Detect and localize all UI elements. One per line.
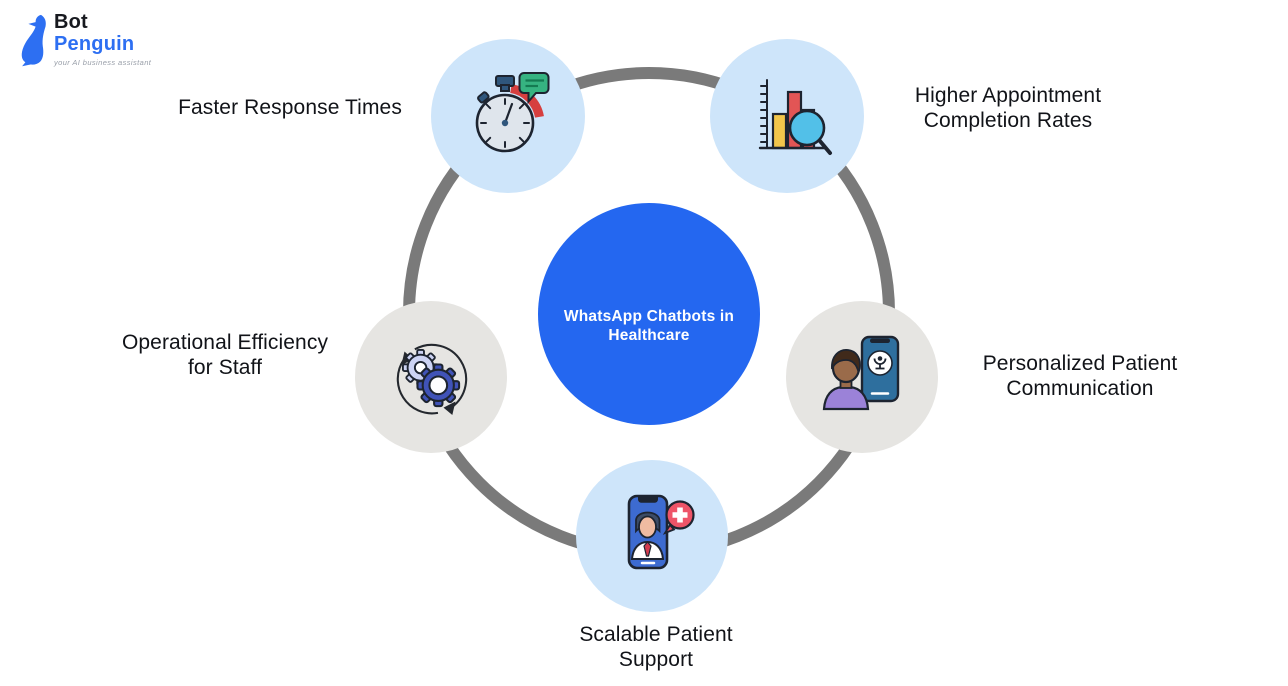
logo-brand-bottom: Penguin — [54, 33, 135, 55]
node-personalized-communication — [786, 301, 938, 453]
node-faster-response — [431, 39, 585, 193]
node-appointment-completion — [710, 39, 864, 193]
label-operational-efficiency: Operational Efficiency for Staff — [121, 331, 329, 379]
stopwatch-chat-icon — [475, 72, 550, 153]
node-scalable-support — [576, 460, 728, 612]
label-scalable-support: Scalable Patient Support — [579, 623, 733, 671]
node-operational-efficiency — [355, 301, 507, 453]
person-phone-icon — [822, 335, 900, 411]
logo-tagline: your AI business assistant — [54, 58, 152, 67]
center-title-circle: WhatsApp Chatbots in Healthcare — [538, 203, 760, 425]
botpenguin-logo: Bot Penguin your AI business assistant — [14, 12, 151, 70]
label-faster-response: Faster Response Times — [178, 96, 402, 119]
phone-doctor-cross-icon — [627, 494, 695, 570]
center-title: WhatsApp Chatbots in Healthcare — [563, 308, 735, 344]
label-personalized-communication: Personalized Patient Communication — [982, 352, 1178, 400]
logo-brand-top: Bot — [54, 11, 88, 33]
penguin-icon — [21, 14, 46, 67]
gears-sync-icon — [396, 343, 468, 415]
label-appointment-completion: Higher Appointment Completion Rates — [914, 84, 1102, 132]
bar-chart-magnifier-icon — [758, 79, 832, 155]
